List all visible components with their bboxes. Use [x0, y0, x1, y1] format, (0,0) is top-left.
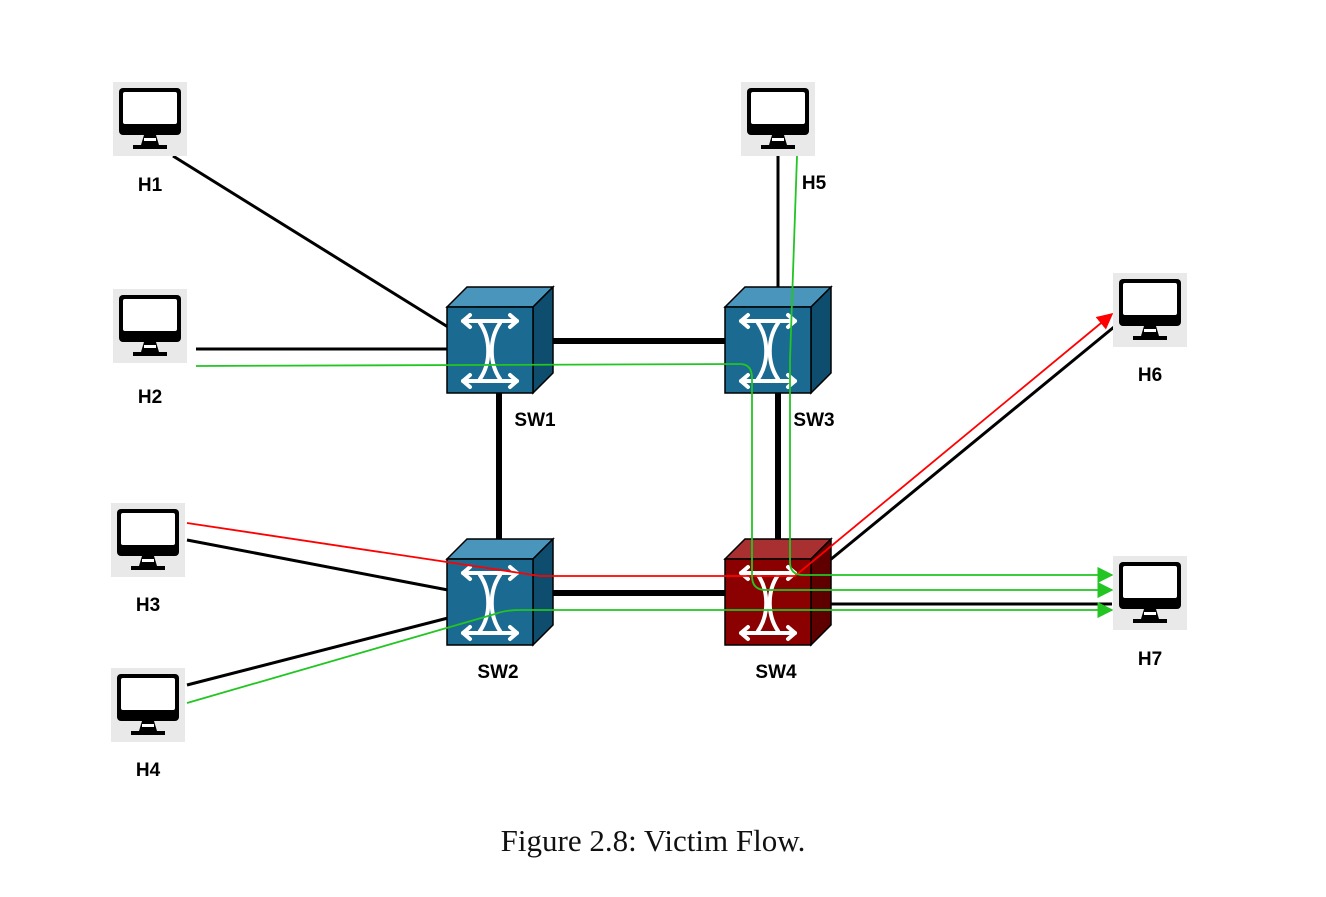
host-label: H7	[1138, 649, 1162, 670]
monitor-icon	[1113, 556, 1187, 630]
host-h2: H2	[113, 289, 187, 408]
links-layer	[172, 154, 1115, 687]
monitor-icon	[113, 82, 187, 156]
host-label: H4	[136, 760, 161, 781]
link-h1-sw1	[172, 154, 449, 329]
link-h4-sw2	[186, 616, 449, 687]
switch-label-sw1: SW1	[514, 410, 556, 431]
switch-label-sw3: SW3	[793, 410, 834, 431]
host-h6: H6	[1113, 273, 1187, 386]
switch-label-sw2: SW2	[477, 662, 518, 683]
flows-layer	[186, 155, 1114, 704]
victim-flow-h2-h7	[195, 363, 1114, 599]
link-sw4-h6	[829, 325, 1115, 562]
host-h5: H5	[741, 82, 827, 194]
switch-sw3	[723, 285, 833, 395]
host-h1: H1	[113, 82, 187, 196]
attack-flow-h3-h6	[186, 312, 1114, 577]
monitor-icon	[111, 668, 185, 742]
link-h3-sw2	[186, 538, 449, 592]
monitor-icon	[1113, 273, 1187, 347]
figure-caption: Figure 2.8: Victim Flow.	[500, 823, 806, 858]
host-label: H1	[138, 175, 163, 196]
host-label: H2	[138, 387, 162, 408]
host-h4: H4	[111, 668, 185, 781]
victim-flow-h4-h7	[186, 601, 1114, 704]
switch-label-sw4: SW4	[755, 662, 797, 683]
host-label: H5	[802, 173, 827, 194]
monitor-icon	[111, 503, 185, 577]
switch-sw2	[445, 537, 555, 647]
host-h3: H3	[111, 503, 185, 616]
host-label: H6	[1138, 365, 1162, 386]
victim-flow-h5-h7	[789, 155, 1114, 584]
switch-sw1	[445, 285, 555, 395]
switch-sw4-victim	[723, 537, 833, 647]
monitor-icon	[113, 289, 187, 363]
host-label: H3	[136, 595, 160, 616]
monitor-icon	[741, 82, 815, 156]
host-h7: H7	[1113, 556, 1187, 670]
